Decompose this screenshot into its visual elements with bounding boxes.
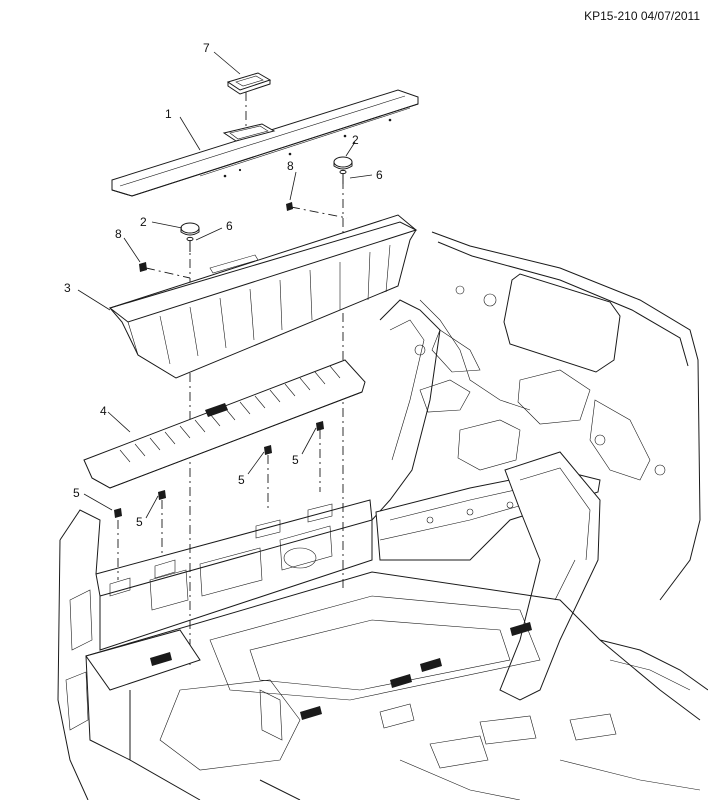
part-6-screw-left [186, 236, 194, 252]
callout-6: 6 [226, 219, 233, 233]
part-5-clips [114, 421, 324, 518]
part-8-clip-upper [286, 202, 293, 211]
callout-6: 6 [376, 168, 383, 182]
callout-labels: 7 1 2 6 8 2 6 8 3 4 5 5 5 5 [64, 41, 383, 529]
callout-8: 8 [287, 159, 294, 173]
callout-7: 7 [203, 41, 210, 55]
callout-5: 5 [73, 486, 80, 500]
part-2-cap-right [333, 156, 353, 170]
leader-lines [77, 51, 373, 519]
callout-2: 2 [140, 215, 147, 229]
part-7-handle [226, 72, 272, 95]
callout-4: 4 [100, 404, 107, 418]
part-8-clip-lower [139, 262, 147, 272]
callout-5: 5 [238, 473, 245, 487]
part-2-cap-left [180, 222, 200, 236]
drawing-id: KP15-210 04/07/2011 [584, 9, 700, 23]
part-4-sill-plate [83, 359, 366, 489]
callout-2: 2 [352, 133, 359, 147]
callout-5: 5 [136, 515, 143, 529]
callout-3: 3 [64, 281, 71, 295]
part-1-cover-panel [111, 89, 419, 197]
vehicle-body-structure [57, 231, 708, 801]
callout-1: 1 [165, 107, 172, 121]
part-6-screw-right [339, 169, 347, 184]
part-3-storage-bin [108, 214, 418, 379]
callout-8: 8 [115, 227, 122, 241]
callout-5: 5 [292, 453, 299, 467]
